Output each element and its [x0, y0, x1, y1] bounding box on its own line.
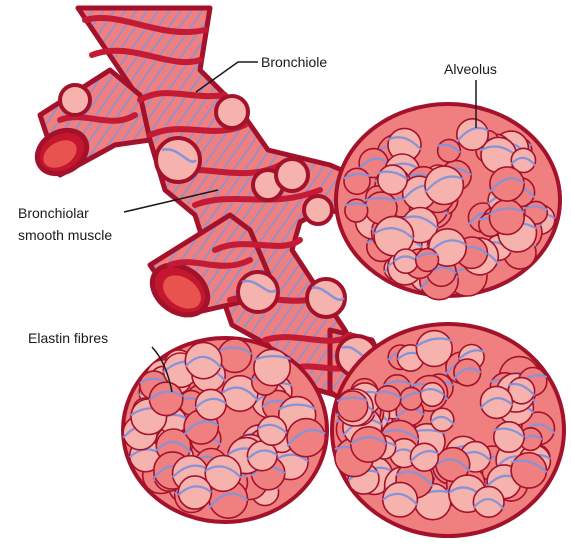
alveolus-bubble: [416, 249, 439, 272]
alveolus-bubble: [378, 165, 407, 194]
elastin-fibres-label: Elastin fibres: [28, 330, 108, 346]
alveolus-bubble: [457, 119, 488, 150]
alveolus-bubble: [337, 391, 368, 422]
smooth-muscle-label-line2: smooth muscle: [18, 227, 112, 243]
alveolus-bubble: [454, 359, 481, 386]
alveolus-bubble: [344, 168, 370, 194]
alveolar-sac-lower-right: [332, 324, 564, 536]
alveolus-bubble: [178, 476, 211, 509]
alveolus-bubble: [394, 249, 418, 273]
alveolar-sac-lower-left: [123, 338, 327, 522]
alveolus-bubble: [494, 422, 524, 452]
alveolar-sac-upper-right: [336, 104, 560, 300]
alveolus-bubble: [254, 349, 290, 385]
alveolus-bubble: [511, 453, 546, 488]
alveolus-bubble: [375, 386, 401, 412]
alveolus-label: Alveolus: [444, 61, 497, 77]
alveolus-bubble: [351, 427, 386, 462]
alveolus-bubble: [287, 419, 325, 457]
alveolus-bubble: [490, 167, 524, 201]
alveolus-bubble: [489, 200, 524, 235]
alveolus-bubble: [416, 331, 452, 367]
bronchiole-label: Bronchiole: [261, 54, 327, 70]
smooth-muscle-label-line1: Bronchiolar: [18, 205, 89, 221]
alveolus-bubble: [149, 382, 182, 415]
alveolus-bubble: [421, 383, 445, 407]
